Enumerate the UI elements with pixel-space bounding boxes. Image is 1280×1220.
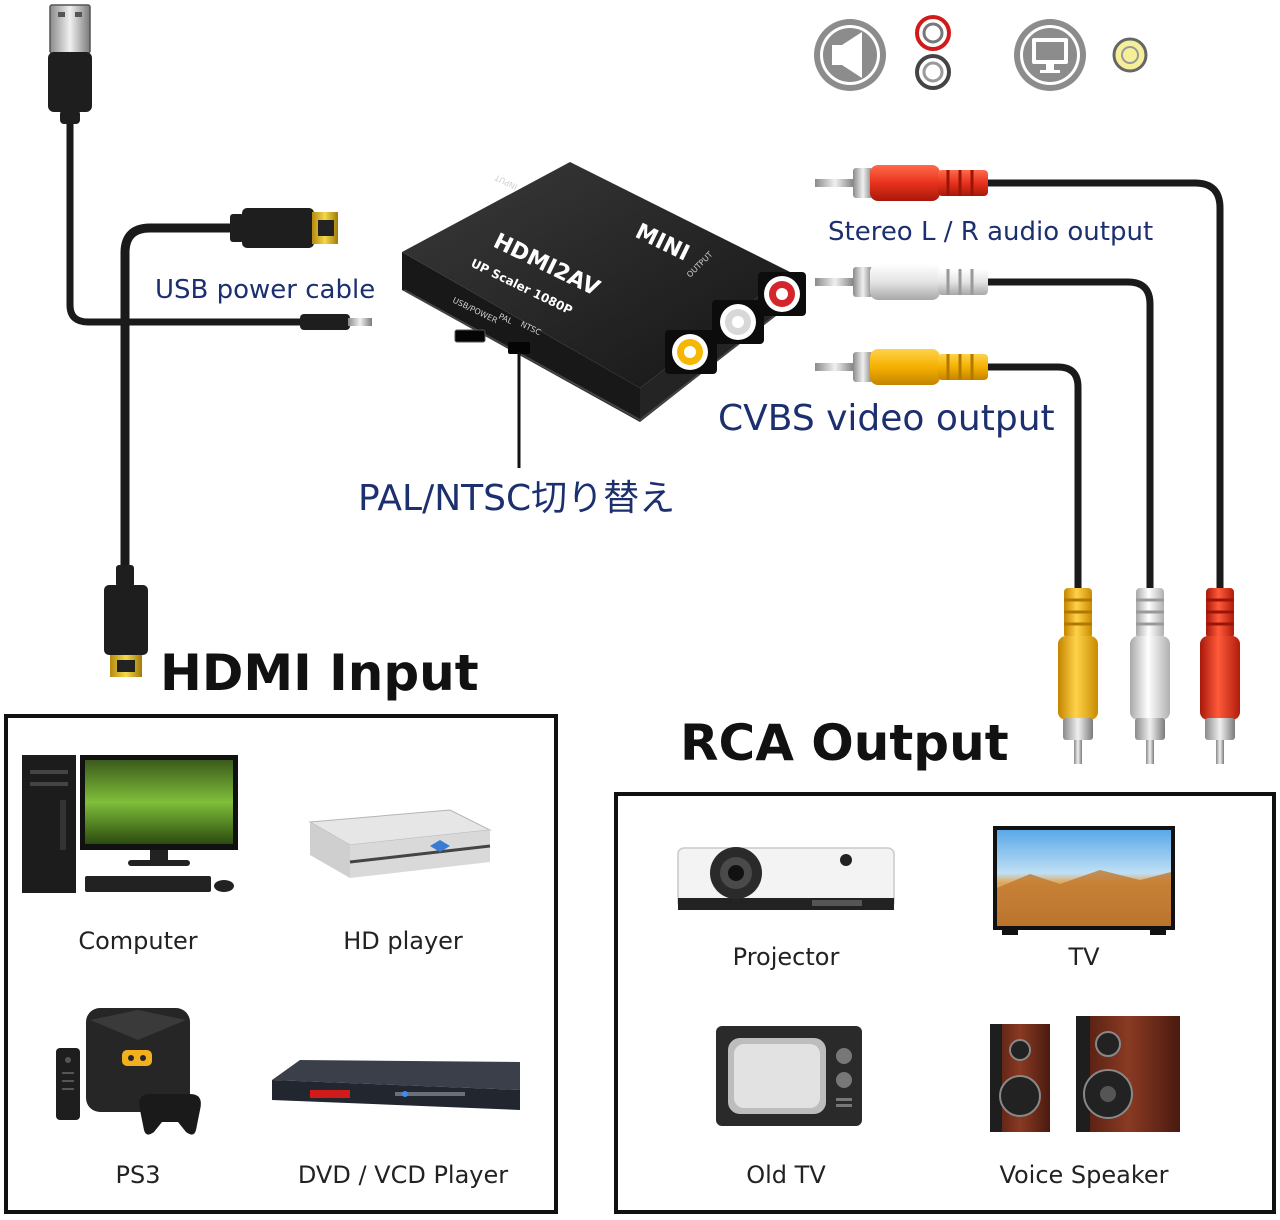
usb-power-cable — [48, 4, 372, 330]
hdmi2av-converter: MINI HDMI2AV UP Scaler 1080P INPUT OUTPU… — [402, 162, 806, 422]
rca-plug-yellow-vertical — [1058, 588, 1098, 764]
rca-plug-white-vertical — [1130, 588, 1170, 764]
cvbs-video-output-label: CVBS video output — [718, 398, 1055, 439]
rca-plug-red-horizontal — [815, 165, 988, 201]
hdmi-cable — [104, 208, 338, 677]
device-label-hd-player: HD player — [343, 927, 463, 955]
rca-plug-white-horizontal — [815, 264, 988, 300]
rca-cables — [815, 165, 1240, 764]
box-jack-red — [758, 272, 806, 316]
pal-ntsc-switch-label: PAL/NTSC切り替え — [358, 478, 675, 519]
projector-device-icon — [677, 847, 895, 910]
yellow-wire — [985, 363, 1082, 595]
device-label-dvd-vcd-player: DVD / VCD Player — [298, 1161, 508, 1189]
speaker-device-icon — [990, 1016, 1180, 1132]
tv-device-icon — [993, 826, 1175, 935]
rca-output-device-panel — [614, 792, 1276, 1214]
red-wire — [985, 179, 1224, 595]
device-label-old-tv: Old TV — [746, 1161, 826, 1189]
box-jack-yellow — [665, 330, 717, 374]
usb-power-cable-label: USB power cable — [155, 275, 375, 305]
device-label-projector: Projector — [733, 943, 840, 971]
device-label-voice-speaker: Voice Speaker — [999, 1161, 1168, 1189]
computer-device-icon — [22, 755, 238, 893]
box-input-port-text: INPUT — [493, 173, 519, 192]
device-label-computer: Computer — [78, 927, 197, 955]
old-tv-device-icon — [716, 1026, 862, 1126]
white-wire — [985, 278, 1154, 595]
device-label-tv: TV — [1067, 943, 1100, 971]
hdmi-input-heading: HDMI Input — [160, 644, 479, 702]
rca-plug-red-vertical — [1200, 588, 1240, 764]
box-jack-white — [712, 300, 764, 344]
speaker-icon — [814, 19, 886, 91]
device-label-ps3: PS3 — [116, 1161, 161, 1189]
monitor-icon — [1014, 19, 1086, 91]
dvd-player-device-icon — [272, 1060, 520, 1110]
hdmi-input-device-panel — [4, 714, 558, 1214]
red-white-jack-icon — [915, 15, 951, 90]
hd-player-device-icon — [308, 809, 492, 878]
ps3-device-icon — [56, 1008, 201, 1135]
yellow-jack-icon — [1112, 37, 1148, 73]
stereo-audio-output-label: Stereo L / R audio output — [828, 217, 1153, 247]
rca-plug-yellow-horizontal — [815, 349, 988, 385]
rca-output-heading: RCA Output — [680, 714, 1009, 772]
